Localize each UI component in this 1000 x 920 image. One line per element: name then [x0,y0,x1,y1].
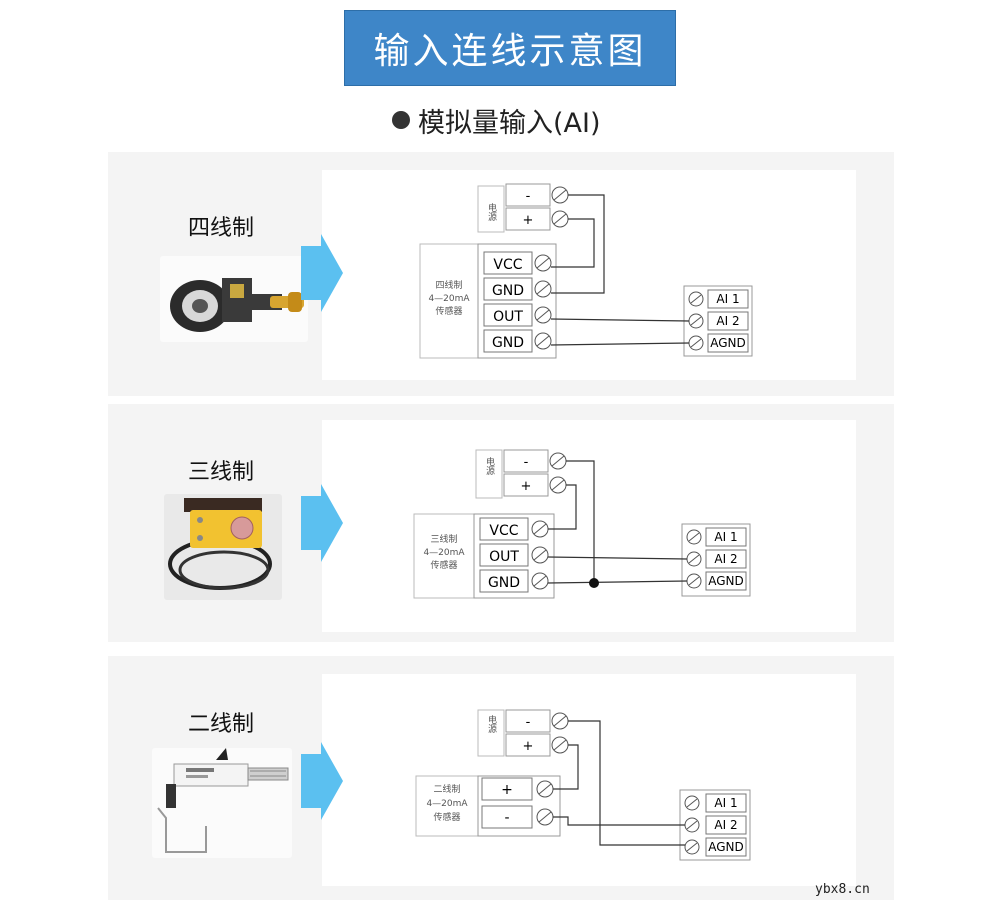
wires [550,194,690,346]
ai-terminal-label: AI 2 [714,552,737,566]
sensor-terminal-label: + [501,782,513,798]
sensor-text: 二线制 [433,783,460,795]
sensor-box [413,513,475,599]
power-terminal-label: - [524,455,529,470]
ai-terminal-label: AI 1 [714,796,737,810]
sensor-terminal [483,277,533,301]
sensor-text: 4—20mA [428,294,470,304]
ai-terminal-label: AI 2 [716,314,739,328]
ai-terminal-label: AGND [708,840,744,854]
power-label: 电源 [484,456,495,476]
diagram-area [322,674,856,886]
ai-terminal-label: AI 1 [714,530,737,544]
power-terminal-minus [505,183,551,207]
wiring-diagram-four-wire: 电源 - + 四线制 4—20mA 传感器 VCC GND OUT GND AI… [419,183,753,359]
sensor-text: 4—20mA [423,548,465,558]
wires [547,460,688,584]
arrow-right-icon [301,484,343,562]
sensor-terminal-label: GND [488,575,520,591]
ai-terminal-label: AI 1 [716,292,739,306]
ai-terminal-label: AGND [710,336,746,350]
sensor-terminal-label: VCC [493,257,522,273]
subtitle-text: 模拟量输入(AI) [418,107,601,139]
power-terminal-label: + [523,213,534,228]
wiring-diagram-two-wire: 电源 - + 二线制 4—20mA 传感器 + - AI 1 AI 2 AGND [415,709,751,861]
ai-terminal-label: AI 2 [714,818,737,832]
power-terminal-label: + [521,479,532,494]
sensor-text: 传感器 [435,305,462,317]
wires [553,720,685,846]
sensor-terminal-label: OUT [493,309,523,325]
mode-label: 三线制 [188,460,255,485]
sensor-text: 传感器 [433,811,460,823]
mode-label: 四线制 [188,216,255,241]
mode-label: 二线制 [188,712,255,737]
junction-dot [589,578,599,588]
watermark: ybx8.cn [815,882,870,897]
sensor-photo-four-wire [160,256,308,342]
sensor-text: 传感器 [430,559,457,571]
page-title: 输入连线示意图 [344,10,676,86]
sensor-photo-three-wire [164,494,282,600]
panel-three-wire: 三线制 电源 - + 三线制 4—20mA 传感器 VCC [108,404,894,642]
ai-terminal-label: AGND [708,574,744,588]
sensor-terminal-label: - [504,810,509,826]
diagram-area [322,420,856,632]
sensor-terminal [483,251,533,275]
sensor-terminal-label: VCC [489,523,518,539]
power-box [477,709,505,757]
power-label: 电源 [486,202,497,222]
sensor-terminal [483,303,533,327]
sensor-photo-two-wire [152,748,292,858]
sensor-terminal-label: GND [492,335,524,351]
power-terminal-label: - [526,715,531,730]
power-label: 电源 [486,714,497,734]
bullet-icon [392,111,410,129]
sensor-terminal [483,329,533,353]
wiring-diagram-three-wire: 电源 - + 三线制 4—20mA 传感器 VCC OUT GND AI 1 A… [413,449,751,599]
arrow-right-icon [301,234,343,312]
sensor-box [415,775,479,837]
subtitle: 模拟量输入(AI) [392,100,601,140]
power-box [475,449,503,499]
panel-two-wire: 二线制 电源 - + 二线制 4—20mA 传感器 [108,656,894,900]
sensor-terminal-label: OUT [489,549,519,565]
power-terminal-plus [505,207,551,231]
sensor-box [419,243,479,359]
panel-four-wire: 四线制 电源 - + 四线制 4—20mA 传感器 [108,152,894,396]
sensor-text: 三线制 [430,533,457,545]
power-terminal-label: + [523,739,534,754]
arrow-right-icon [301,742,343,820]
power-terminal-label: - [526,189,531,204]
sensor-text: 四线制 [435,279,462,291]
sensor-terminal-label: GND [492,283,524,299]
power-box [477,185,505,233]
sensor-text: 4—20mA [426,799,468,809]
